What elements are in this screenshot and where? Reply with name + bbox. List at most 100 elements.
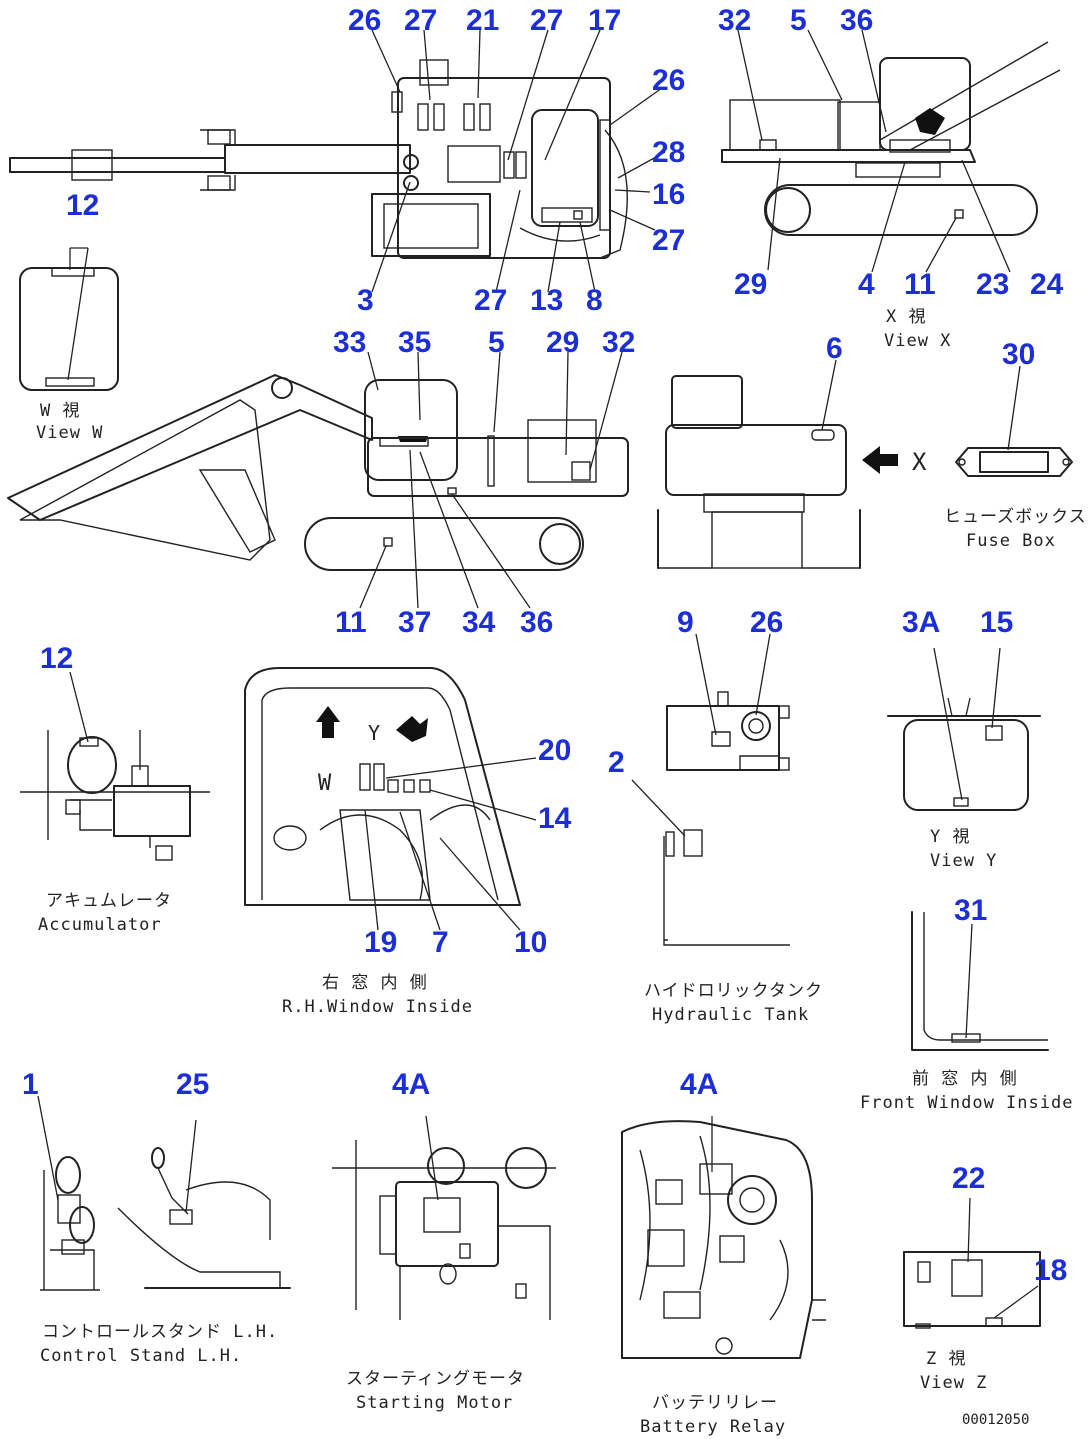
callout-6: 6 <box>826 332 843 365</box>
callout-9: 9 <box>677 606 694 639</box>
callout-36: 36 <box>520 606 553 639</box>
callout-18: 18 <box>1034 1254 1067 1287</box>
view-x-marker: X <box>912 448 927 476</box>
caption-battery-relay-en: Battery Relay <box>640 1417 786 1437</box>
callout-29: 29 <box>734 268 767 301</box>
callout-1: 1 <box>22 1068 39 1101</box>
callout-27: 27 <box>474 284 507 317</box>
callout-11: 11 <box>335 606 367 639</box>
callout-14: 14 <box>538 802 572 835</box>
callout-3: 3 <box>357 284 374 317</box>
caption-view-y-jp: Y 視 <box>930 827 970 847</box>
callout-11: 11 <box>904 268 936 301</box>
caption-control-stand-en: Control Stand L.H. <box>40 1346 242 1366</box>
callout-17: 17 <box>588 4 621 37</box>
hydraulic-tank-section: 2 ハイドロリックタンク Hydraulic Tank <box>608 746 823 1025</box>
caption-battery-relay-jp: バッテリリレー <box>652 1393 778 1413</box>
side-view-section: 33 35 5 29 32 11 37 34 36 <box>7 326 635 639</box>
callout-27: 27 <box>404 4 437 37</box>
caption-accumulator-en: Accumulator <box>38 915 162 935</box>
caption-view-z-en: View Z <box>920 1373 987 1393</box>
callout-4A: 4A <box>392 1068 430 1101</box>
caption-view-z-jp: Z 視 <box>926 1349 966 1369</box>
up-arrow-icon <box>316 706 340 738</box>
caption-view-x-jp: X 視 <box>886 307 926 327</box>
rh-window-section: W Y 20 14 19 7 10 右 窓 内 側 R.H.Window Ins… <box>244 667 572 1017</box>
caption-starting-motor-en: Starting Motor <box>356 1393 513 1413</box>
callout-5: 5 <box>488 326 505 359</box>
callout-25: 25 <box>176 1068 209 1101</box>
callout-32: 32 <box>602 326 635 359</box>
tank-top-section: 9 26 <box>666 606 790 771</box>
caption-front-window-jp: 前 窓 内 側 <box>912 1069 1018 1089</box>
accumulator-section: 12 アキュムレータ Accumulator <box>20 642 210 935</box>
caption-rh-window-en: R.H.Window Inside <box>282 997 473 1017</box>
callout-13: 13 <box>530 284 563 317</box>
caption-control-stand-jp: コントロールスタンド L.H. <box>42 1322 278 1342</box>
caption-hydraulic-tank-jp: ハイドロリックタンク <box>644 981 823 1001</box>
callout-27: 27 <box>530 4 563 37</box>
caption-fuse-box-jp: ヒューズボックス <box>944 507 1087 527</box>
callout-20: 20 <box>538 734 571 767</box>
callout-26: 26 <box>652 64 685 97</box>
callout-31: 31 <box>954 894 987 927</box>
callout-4A: 4A <box>680 1068 718 1101</box>
callout-36: 36 <box>840 4 873 37</box>
view-w-section: 12 W 視 View W <box>19 189 119 443</box>
caption-view-w-jp: W 視 <box>40 401 80 421</box>
caption-rh-window-jp: 右 窓 内 側 <box>322 973 428 993</box>
window-w-marker: W <box>318 771 332 796</box>
callout-12: 12 <box>66 189 99 222</box>
callout-10: 10 <box>514 926 547 959</box>
caption-starting-motor-jp: スターティングモータ <box>346 1369 525 1389</box>
control-stand-section: 1 25 コントロールスタンド L.H. Control Stand L.H. <box>22 1068 291 1366</box>
top-plan-view: 26 27 21 27 17 26 28 16 27 3 27 13 8 <box>9 4 685 317</box>
callout-22: 22 <box>952 1162 985 1195</box>
callout-30: 30 <box>1002 338 1035 371</box>
caption-view-y-en: View Y <box>930 851 997 871</box>
callout-5: 5 <box>790 4 807 37</box>
fuse-box-section: 30 ヒューズボックス Fuse Box <box>944 338 1087 551</box>
view-x-section: 32 5 36 29 4 11 23 24 X 視 View X <box>718 4 1064 351</box>
callout-23: 23 <box>976 268 1009 301</box>
callout-21: 21 <box>466 4 499 37</box>
callout-15: 15 <box>980 606 1013 639</box>
starting-motor-section: 4A スターティングモータ Starting Motor <box>332 1068 556 1413</box>
caption-view-x-en: View X <box>884 331 951 351</box>
view-arrow-icon <box>862 446 898 474</box>
callout-37: 37 <box>398 606 431 639</box>
window-y-marker: Y <box>368 721 381 745</box>
callout-16: 16 <box>652 178 685 211</box>
rear-view-section: X 6 <box>657 332 927 569</box>
callout-33: 33 <box>333 326 366 359</box>
view-z-section: 22 18 Z 視 View Z <box>903 1162 1067 1393</box>
direction-arrow-icon <box>396 716 428 742</box>
callout-27: 27 <box>652 224 685 257</box>
callout-12: 12 <box>40 642 73 675</box>
battery-relay-section: 4A バッテリリレー Battery Relay <box>621 1068 826 1437</box>
callout-19: 19 <box>364 926 397 959</box>
caption-hydraulic-tank-en: Hydraulic Tank <box>652 1005 809 1025</box>
drawing-code: 00012050 <box>962 1412 1029 1428</box>
warning-mark-icon <box>915 108 945 135</box>
callout-24: 24 <box>1030 268 1064 301</box>
view-y-section: 3A 15 Y 視 View Y <box>887 606 1041 871</box>
callout-29: 29 <box>546 326 579 359</box>
callout-2: 2 <box>608 746 625 779</box>
callout-35: 35 <box>398 326 431 359</box>
caption-accumulator-jp: アキュムレータ <box>46 891 172 911</box>
callout-8: 8 <box>586 284 603 317</box>
caption-view-w-en: View W <box>36 423 103 443</box>
callout-32: 32 <box>718 4 751 37</box>
caption-fuse-box-en: Fuse Box <box>966 531 1056 551</box>
callout-7: 7 <box>432 926 449 959</box>
callout-28: 28 <box>652 136 685 169</box>
callout-26: 26 <box>348 4 381 37</box>
front-window-section: 31 前 窓 内 側 Front Window Inside <box>860 894 1073 1113</box>
callout-26: 26 <box>750 606 783 639</box>
callout-4: 4 <box>858 268 875 301</box>
callout-34: 34 <box>462 606 496 639</box>
caption-front-window-en: Front Window Inside <box>860 1093 1073 1113</box>
